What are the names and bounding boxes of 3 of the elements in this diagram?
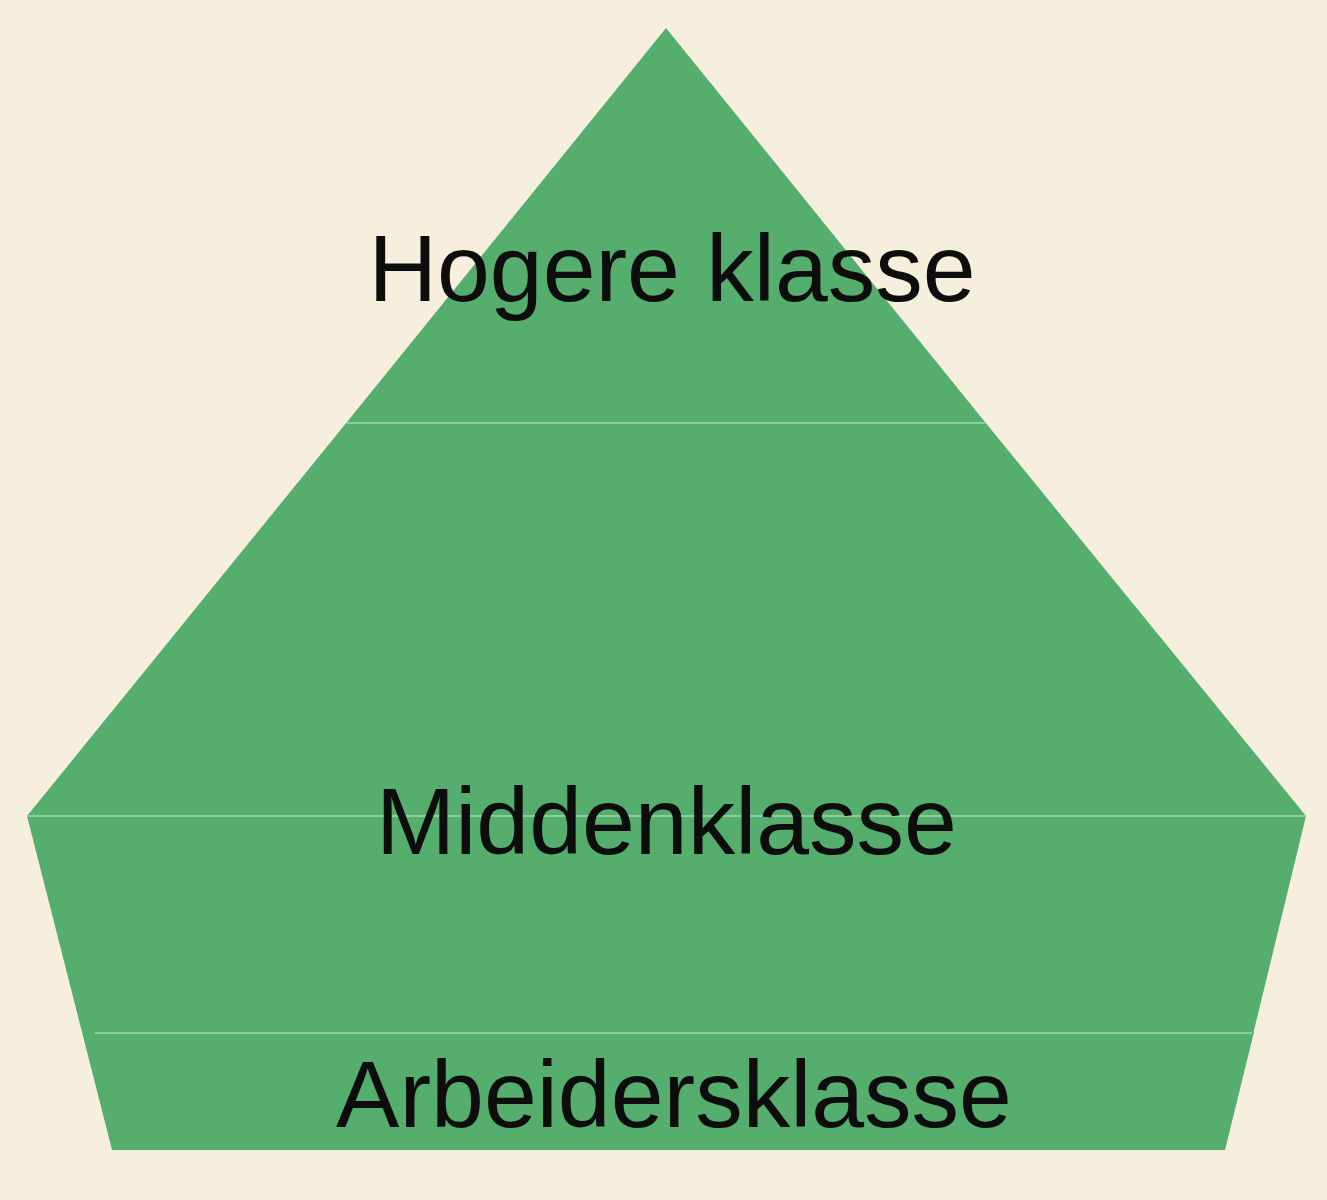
pyramid-tier [82,1032,1254,1150]
tier-label: Middenklasse [375,767,958,876]
tier-label: Arbeidersklasse [335,1040,1013,1149]
